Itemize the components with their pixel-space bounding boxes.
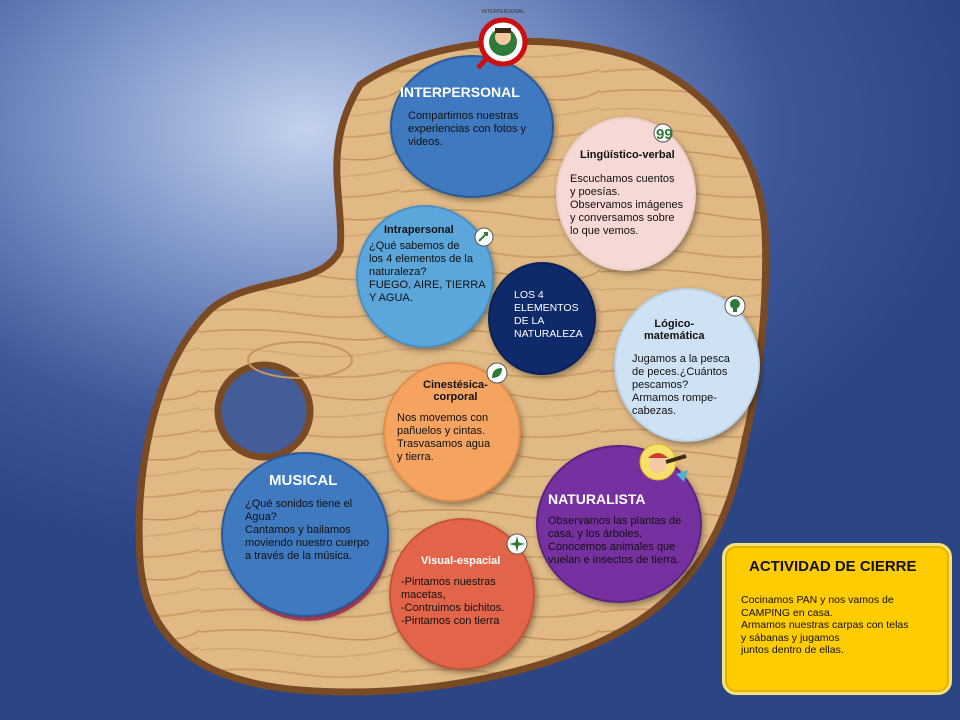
closing-body: Cocinamos PAN y nos vamos de CAMPING en …	[741, 594, 909, 656]
closing-activity-box: ACTIVIDAD DE CIERRE Cocinamos PAN y nos …	[722, 543, 952, 695]
linguistico-title: Lingüístico-verbal	[580, 149, 675, 161]
interpersonal-title: INTERPERSONAL	[400, 84, 520, 100]
center-circle: LOS 4 ELEMENTOS DE LA NATURALEZA	[488, 262, 596, 375]
musical-title: MUSICAL	[269, 472, 338, 489]
closing-title: ACTIVIDAD DE CIERRE	[749, 558, 917, 575]
quote-icon: 99	[653, 123, 673, 143]
cinestesica-circle: Cinestésica- corporal Nos movemos con pa…	[383, 362, 521, 502]
compass-icon	[506, 533, 528, 555]
logico-body: Jugamos a la pesca de peces.¿Cuántos pes…	[632, 353, 730, 417]
linguistico-body: Escuchamos cuentos y poesías. Observamos…	[570, 173, 684, 237]
naturalista-circle: NATURALISTA Observamos las plantas de ca…	[536, 445, 702, 603]
interpersonal-body: Compartimos nuestras experiencias con fo…	[408, 110, 527, 148]
interpersonal-circle: INTERPERSONAL Compartimos nuestras exper…	[390, 55, 554, 198]
magnifier-icon: INTERPERSONAL	[476, 9, 528, 70]
svg-text:99: 99	[656, 126, 673, 143]
naturalista-title: NATURALISTA	[548, 491, 646, 507]
intrapersonal-circle: Intrapersonal ¿Qué sabemos de los 4 elem…	[356, 205, 494, 348]
cinestesica-title: Cinestésica- corporal	[423, 379, 488, 403]
naturalista-body: Observamos las plantas de casa, y los ár…	[548, 515, 682, 566]
musical-circle: MUSICAL ¿Qué sonidos tiene el Agua? Cant…	[221, 452, 389, 617]
intrapersonal-title: Intrapersonal	[384, 224, 454, 236]
palette-thumb-hole	[214, 361, 314, 461]
visual-body: -Pintamos nuestras macetas, -Contruimos …	[401, 576, 505, 627]
lightbulb-icon	[724, 295, 746, 317]
musical-body: ¿Qué sonidos tiene el Agua? Cantamos y b…	[245, 498, 370, 562]
svg-text:INTERPERSONAL: INTERPERSONAL	[482, 9, 524, 15]
logico-title: Lógico- matemática	[644, 318, 705, 342]
visual-title: Visual-espacial	[421, 555, 501, 567]
linguistico-circle: Lingüístico-verbal Escuchamos cuentos y …	[556, 117, 696, 271]
leaf-icon	[486, 362, 508, 384]
hand-pointer-icon	[474, 227, 494, 247]
center-label: LOS 4 ELEMENTOS DE LA NATURALEZA	[514, 289, 583, 340]
explorer-icon	[639, 443, 688, 482]
cinestesica-body: Nos movemos con pañuelos y cintas. Trasv…	[397, 412, 491, 463]
intrapersonal-body: ¿Qué sabemos de los 4 elementos de la na…	[369, 240, 486, 304]
